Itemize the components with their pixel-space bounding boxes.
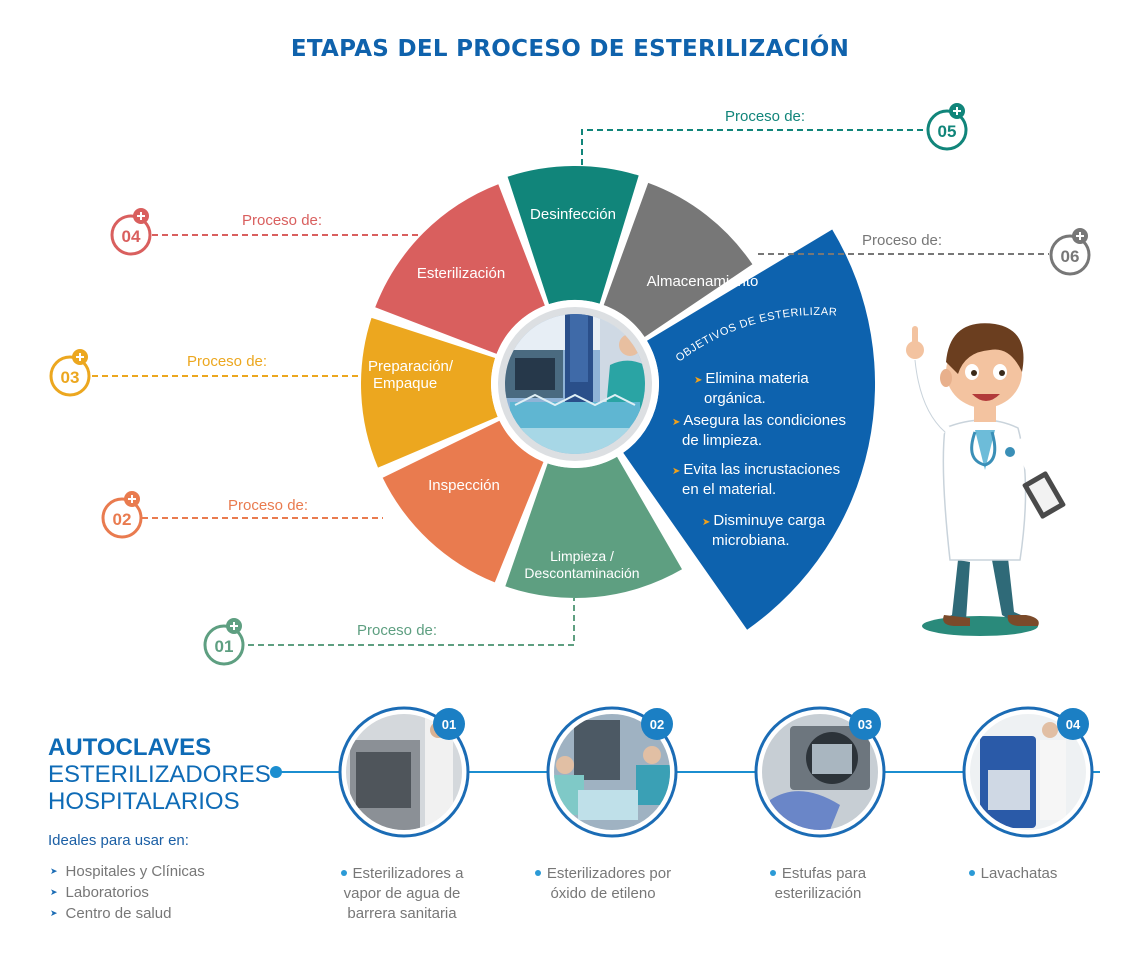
- equipment-03-line2: esterilización: [774, 885, 862, 902]
- objectives-segment: [623, 229, 876, 630]
- segment-desinfeccion: [507, 166, 639, 305]
- equipment-label-04: Lavachatas: [913, 864, 1113, 884]
- segment-label-preparacion-line1: Preparación/: [368, 358, 454, 375]
- badge-01: 01: [203, 618, 245, 666]
- objective-1-line1: Elimina materia: [705, 370, 809, 387]
- autoclaves-heading: AUTOCLAVES ESTERILIZADORES HOSPITALARIOS: [48, 734, 271, 815]
- bullet-dot-icon: [769, 870, 776, 876]
- arrow-icon: ➤: [694, 375, 703, 386]
- equipment-01-line1: Esterilizadores a: [352, 865, 464, 882]
- arrow-icon: ➤: [672, 417, 681, 428]
- equipment-04-number: 04: [1066, 717, 1081, 732]
- uses-list: Hospitales y Clínicas Laboratorios Centr…: [50, 862, 205, 925]
- use-item: Centro de salud: [50, 904, 205, 925]
- segment-label-preparacion-line2: Empaque: [373, 375, 438, 392]
- bedpan-washer-photo: [970, 714, 1086, 830]
- objective-4-line1: Disminuye carga: [713, 512, 826, 529]
- objective-4-line2: microbiana.: [712, 532, 790, 549]
- ideal-use-label: Ideales para usar en:: [48, 832, 189, 849]
- process-label-01: Proceso de:: [357, 622, 438, 639]
- badge-03: 03: [49, 349, 91, 397]
- segment-limpieza: [505, 456, 682, 598]
- connector-lines: [92, 129, 1049, 646]
- badge-04-number: 04: [122, 227, 141, 246]
- badge-05-number: 05: [938, 122, 957, 141]
- segment-inspeccion: [382, 420, 544, 583]
- segment-label-almacenamiento: Almacenamiento: [646, 273, 759, 290]
- autoclaves-subtitle-2: HOSPITALARIOS: [48, 788, 240, 815]
- process-label-05: Proceso de:: [725, 108, 806, 125]
- equipment-02-line1: Esterilizadores por: [546, 865, 672, 882]
- process-label-03: Proceso de:: [187, 353, 268, 370]
- badge-05: 05: [926, 103, 968, 151]
- equipment-01-number: 01: [442, 717, 456, 732]
- objective-item-2: ➤Asegura las condiciones de limpieza.: [672, 412, 846, 450]
- equipment-04: 04: [962, 706, 1094, 838]
- equipment-03: 03: [754, 706, 886, 838]
- use-item: Laboratorios: [50, 883, 205, 904]
- equipment-01-line3: barrera sanitaria: [347, 905, 457, 922]
- arrow-icon: ➤: [702, 517, 711, 528]
- segment-label-preparacion: Preparación/ Empaque: [368, 358, 488, 392]
- segment-esterilizacion: [375, 184, 545, 354]
- hospital-sterilization-room-photo: [505, 314, 645, 454]
- process-wheel: [361, 166, 876, 630]
- bullet-dot-icon: [534, 870, 541, 876]
- equipment-label-02: Esterilizadores por óxido de etileno: [503, 864, 703, 904]
- badge-06-number: 06: [1061, 247, 1080, 266]
- page-title: ETAPAS DEL PROCESO DE ESTERILIZACIÓN: [290, 36, 850, 62]
- objective-3-line2: en el material.: [682, 481, 777, 498]
- equipment-02: 02: [546, 706, 678, 838]
- objective-2-line2: de limpieza.: [682, 432, 763, 449]
- equipment-label-01: Esterilizadores a vapor de agua de barre…: [302, 864, 502, 924]
- equipment-02-number: 02: [650, 717, 664, 732]
- equipment-label-03: Estufas para esterilización: [718, 864, 918, 904]
- objective-2-line1: Asegura las condiciones: [683, 412, 846, 429]
- process-label-04: Proceso de:: [242, 212, 323, 229]
- badge-04: 04: [110, 208, 152, 256]
- segment-label-limpieza-line1: Limpieza /: [550, 548, 614, 564]
- segment-label-esterilizacion: Esterilización: [416, 265, 506, 282]
- badge-01-number: 01: [215, 637, 234, 656]
- connector-05: [581, 129, 926, 165]
- badge-02-number: 02: [113, 510, 132, 529]
- segment-label-inspeccion: Inspección: [428, 477, 500, 494]
- process-label-02: Proceso de:: [228, 497, 309, 514]
- segment-label-limpieza: Limpieza / Descontaminación: [507, 548, 657, 582]
- bullet-dot-icon: [340, 870, 347, 876]
- connector-01: [248, 598, 575, 646]
- equipment-04-line1: Lavachatas: [980, 865, 1058, 882]
- objective-item-1: ➤Elimina materia orgánica.: [694, 370, 809, 408]
- equipment-02-line2: óxido de etileno: [550, 885, 656, 902]
- use-item: Hospitales y Clínicas: [50, 862, 205, 883]
- badge-02: 02: [101, 491, 143, 539]
- equipment-01: 01: [338, 706, 470, 838]
- arrow-icon: ➤: [672, 466, 681, 477]
- bullet-dot-icon: [968, 870, 975, 876]
- badge-06: 06: [1049, 228, 1091, 276]
- objective-3-line1: Evita las incrustaciones: [683, 461, 841, 478]
- equipment-01-line2: vapor de agua de: [343, 885, 461, 902]
- segment-label-limpieza-line2: Descontaminación: [524, 565, 640, 581]
- autoclaves-subtitle-1: ESTERILIZADORES: [48, 761, 271, 788]
- segment-preparacion: [361, 317, 498, 468]
- equipment-03-line1: Estufas para: [781, 865, 867, 882]
- segment-almacenamiento: [603, 182, 753, 337]
- doctor-cartoon-illustration: [906, 323, 1066, 636]
- objective-1-line2: orgánica.: [704, 390, 766, 407]
- objective-item-4: ➤Disminuye carga microbiana.: [702, 512, 825, 550]
- process-label-06: Proceso de:: [862, 232, 943, 249]
- autoclaves-title: AUTOCLAVES: [48, 734, 212, 761]
- segment-label-desinfeccion: Desinfección: [530, 206, 616, 223]
- objective-item-3: ➤Evita las incrustaciones en el material…: [672, 461, 840, 499]
- badge-03-number: 03: [61, 368, 80, 387]
- equipment-03-number: 03: [858, 717, 872, 732]
